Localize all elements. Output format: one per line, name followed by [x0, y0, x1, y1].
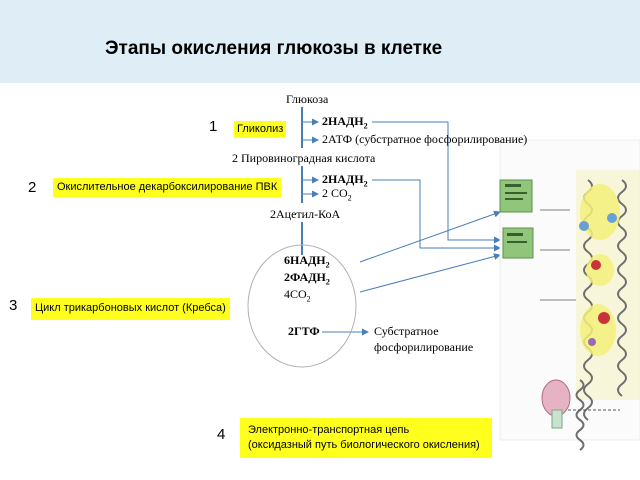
- decarb-co2: 2 СО2: [322, 186, 352, 202]
- stage-label-etc-line2: (оксидазный путь биологического окислени…: [248, 439, 480, 451]
- decarb-nadh-sub: 2: [363, 179, 368, 189]
- etc-illustration: [499, 139, 640, 451]
- krebs-co2-sub: 2: [306, 294, 311, 304]
- stage-label-etc: Электронно-транспортная цепь (оксидазный…: [240, 418, 492, 458]
- stage-number-3: 3: [9, 297, 18, 314]
- stage-number-2: 2: [28, 179, 37, 196]
- pyruvate-label: 2 Пировиноградная кислота: [232, 151, 376, 165]
- arrow-krebs-fadh-to-etc: [359, 253, 501, 293]
- decarb-nadh-text: 2НАДН: [322, 172, 364, 186]
- krebs-fadh-sub: 2: [325, 277, 330, 287]
- krebs-nadh: 6НАДН2: [284, 253, 330, 269]
- glycolysis-nadh: 2НАДН2: [322, 114, 368, 130]
- krebs-fadh: 2ФАДН2: [284, 270, 330, 286]
- krebs-nadh-sub: 2: [325, 260, 330, 270]
- complex-i: [580, 184, 620, 240]
- decarb-co2-text: 2 СО: [322, 186, 348, 200]
- acetyl-coa-label: 2Ацетил-КоА: [270, 207, 341, 221]
- substrate-label-line2: фосфорилирование: [374, 340, 474, 354]
- stage-number-1: 1: [209, 118, 218, 135]
- complex-iii: [580, 304, 616, 356]
- arrow-nadh-to-etc-1: [372, 121, 501, 244]
- krebs-nadh-text: 6НАДН: [284, 253, 326, 267]
- header-band: [0, 0, 640, 83]
- membrane-spiral-right: [617, 179, 627, 397]
- substrate-label-line1: Субстратное: [374, 324, 439, 338]
- krebs-gtp: 2ГТФ: [288, 324, 320, 338]
- complex-ii: [586, 254, 614, 286]
- stage-label-glycolysis: Гликолиз: [234, 121, 287, 138]
- krebs-cycle-circle: [247, 244, 357, 368]
- stage-label-decarboxylation: Окислительное декарбоксилирование ПВК: [53, 178, 282, 197]
- decarb-co2-sub: 2: [347, 193, 352, 203]
- glycolysis-atp: 2АТФ (субстратное фосфорилирование): [322, 132, 528, 146]
- stage-label-krebs: Цикл трикарбоновых кислот (Кребса): [31, 298, 230, 320]
- glucose-label: Глюкоза: [286, 92, 329, 106]
- glycolysis-nadh-sub: 2: [363, 121, 368, 131]
- page-title: Этапы окисления глюкозы в клетке: [105, 38, 443, 59]
- stage-label-etc-line1: Электронно-транспортная цепь: [248, 424, 410, 436]
- decarb-nadh: 2НАДН2: [322, 172, 368, 188]
- arrow-nadh-to-etc-2: [372, 179, 501, 252]
- krebs-co2: 4СО2: [284, 287, 311, 303]
- krebs-co2-text: 4СО: [284, 287, 307, 301]
- krebs-fadh-text: 2ФАДН: [284, 270, 326, 284]
- stage-number-4: 4: [217, 426, 226, 443]
- arrow-krebs-nadh-to-etc: [359, 210, 501, 263]
- glycolysis-nadh-text: 2НАДН: [322, 114, 364, 128]
